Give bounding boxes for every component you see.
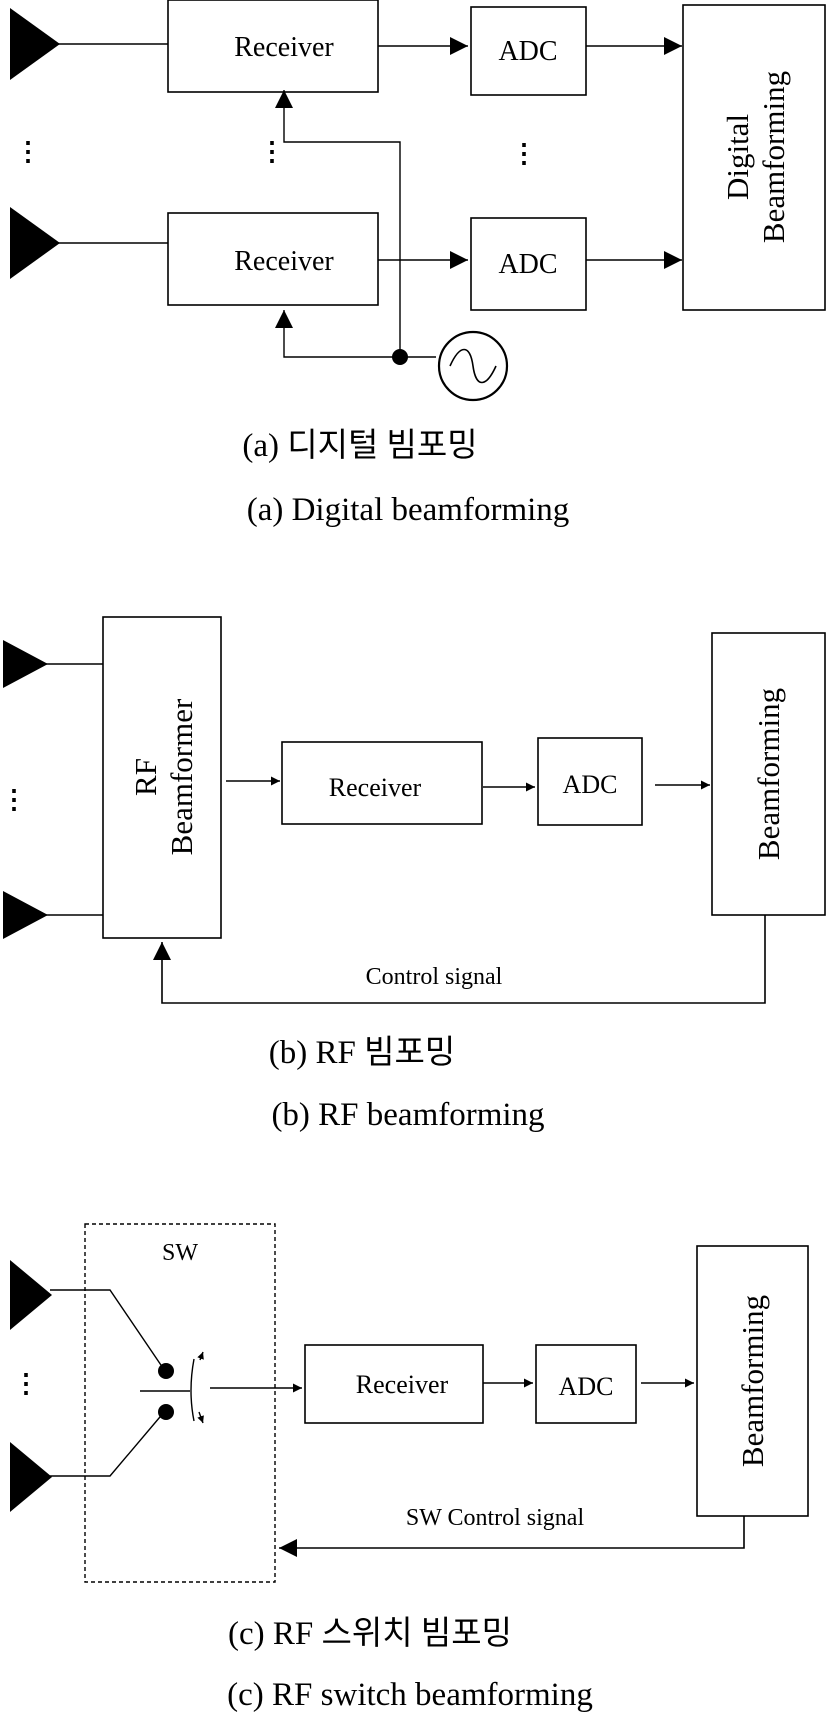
sw-control-signal-label: SW Control signal [406,1505,585,1531]
beamforming-box [696,1245,809,1517]
ellipsis-antennas: ⋮ [15,137,41,166]
adc-label: ADC [559,1372,614,1401]
receiver-label: Receiver [329,773,422,802]
adc-box [537,737,643,826]
beamforming-box [711,632,826,916]
rf-beamformer-box [102,616,222,939]
adc-top-label: ADC [498,36,557,67]
antenna-icon [10,1260,52,1330]
ellipsis-antennas: ⋮ [13,1369,39,1398]
caption-c-english: (c) RF switch beamforming [227,1677,593,1713]
adc-bottom-label: ADC [498,249,557,280]
adc-box-top [470,6,587,96]
adc-label: ADC [563,770,618,799]
antenna-icon [10,207,60,279]
digital-beamforming-label-line1: Digital [720,114,755,200]
junction-dot [392,349,408,365]
digital-beamforming-label-line2: Beamforming [756,71,791,243]
receiver-label: Receiver [356,1370,449,1399]
receiver-box [304,1344,484,1424]
switch-contact-dot [158,1363,174,1379]
ellipsis-receivers: ⋮ [259,137,285,166]
antenna-icon [10,1442,52,1512]
rf-beamformer-label-line2: Beamformer [164,698,199,855]
beamforming-label: Beamforming [735,1295,770,1467]
ellipsis-antennas: ⋮ [1,785,27,814]
panel-b-rf-beamforming: ⋮ RF Beamformer Receiver ADC Beamforming… [1,616,826,1133]
caption-a-korean: (a) 디지털 빔포밍 [242,428,477,464]
rf-beamformer-label-line1: RF [128,758,163,796]
caption-b-english: (b) RF beamforming [271,1097,544,1133]
antenna-icon [10,8,60,80]
adc-box [535,1344,637,1424]
ellipsis-adcs: ⋮ [511,139,537,168]
beamforming-label: Beamforming [751,688,786,860]
sw-dashed-box [84,1223,276,1583]
sw-label: SW [162,1240,198,1266]
receiver-bottom-label: Receiver [234,246,334,277]
switch-contact-dot [158,1404,174,1420]
receiver-box-bottom [167,212,379,306]
caption-a-english: (a) Digital beamforming [247,492,570,528]
caption-c-korean: (c) RF 스위치 빔포밍 [228,1616,512,1652]
adc-box-bottom [470,217,587,311]
control-signal-label: Control signal [366,964,503,990]
panel-c-rf-switch-beamforming: ⋮ SW Receiver ADC Beamforming SW Control… [10,1223,809,1713]
digital-beamforming-box [682,4,826,311]
receiver-top-label: Receiver [234,32,334,63]
caption-b-korean: (b) RF 빔포밍 [269,1035,455,1071]
antenna-icon [3,891,48,939]
panel-a-digital-beamforming: Receiver Receiver ADC ADC Digital Beamfo… [10,0,826,528]
switch-arc-icon [190,1358,195,1422]
receiver-box-top [167,0,379,93]
receiver-box [281,741,483,825]
antenna-icon [3,640,48,688]
